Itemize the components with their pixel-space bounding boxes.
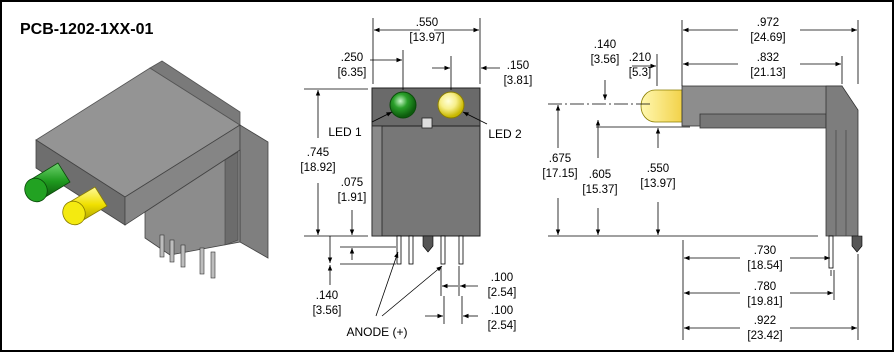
side-body-in: .832 (757, 52, 779, 64)
housing-back-slot (224, 151, 239, 246)
led1-offset-mm: [6.35] (338, 67, 367, 79)
housing-top-rib (149, 60, 241, 126)
front-housing-edge (371, 125, 383, 237)
side-lens-in: .140 (594, 39, 616, 51)
front-width-mm: [13.97] (409, 32, 444, 44)
housing-back-body-left (144, 149, 241, 256)
side-d2-in: .780 (754, 281, 776, 293)
pin-length-mm: [3.56] (313, 305, 342, 317)
front-width-in: .550 (416, 17, 438, 29)
side-housing-leg (825, 85, 859, 237)
side-d3-in: .922 (754, 315, 776, 327)
standoff-mm: [1.91] (338, 192, 367, 204)
front-standoff (422, 235, 434, 253)
isometric-pins (159, 234, 216, 279)
yellow-led-icon (62, 186, 108, 226)
side-h1-mm: [17.15] (542, 168, 577, 180)
front-view-led-housing: .550 [13.97] .250 [6.35] .150 [3.81] .74… (300, 17, 532, 339)
front-height-in: .745 (307, 147, 329, 159)
polarity-key (421, 117, 433, 129)
part-number-title: PCB-1202-1XX-01 (20, 21, 154, 38)
side-d2-mm: [19.81] (747, 296, 782, 308)
pitch2-in: .100 (491, 305, 513, 317)
pin-length-in: .140 (316, 290, 338, 302)
pitch1-in: .100 (491, 272, 513, 284)
pitch1-mm: [2.54] (488, 287, 517, 299)
side-lens2-mm: [5.3] (629, 67, 651, 79)
side-d3-mm: [23.42] (747, 330, 782, 342)
side-h2-mm: [15.37] (582, 184, 617, 196)
led2-label: LED 2 (488, 127, 522, 141)
side-h2-in: .605 (589, 169, 611, 181)
led1-offset-in: .250 (341, 52, 363, 64)
side-housing-step (699, 113, 827, 129)
side-h3-mm: [13.97] (640, 178, 675, 190)
side-total-in: .972 (757, 17, 779, 29)
green-led-icon (24, 162, 71, 203)
housing-back-body-right (239, 124, 269, 259)
led2-yellow-lens (437, 91, 465, 119)
side-led-lens (640, 89, 683, 123)
front-pins (396, 235, 464, 265)
standoff-in: .075 (341, 177, 363, 189)
pitch2-mm: [2.54] (488, 320, 517, 332)
front-height-mm: [18.92] (300, 162, 335, 174)
led1-green-lens (389, 91, 417, 119)
side-d1-in: .730 (754, 245, 776, 257)
side-total-mm: [24.69] (750, 32, 785, 44)
side-view-led-housing: .140 [3.56] .210 [5.3] .972 [24.69] .832… (542, 17, 863, 342)
side-body-mm: [21.13] (750, 67, 785, 79)
side-standoff (851, 235, 863, 253)
anode-label: ANODE (+) (346, 325, 407, 339)
side-h3-in: .550 (647, 163, 669, 175)
side-pin (828, 235, 834, 269)
isometric-led-housing-view (24, 60, 269, 279)
led2-offset-in: .150 (507, 60, 529, 72)
led1-label: LED 1 (328, 125, 362, 139)
side-h1-in: .675 (549, 153, 571, 165)
led2-offset-mm: [3.81] (504, 75, 533, 87)
side-d1-mm: [18.54] (747, 260, 782, 272)
side-lens-mm: [3.56] (591, 54, 620, 66)
side-lens2-in: .210 (629, 52, 651, 64)
